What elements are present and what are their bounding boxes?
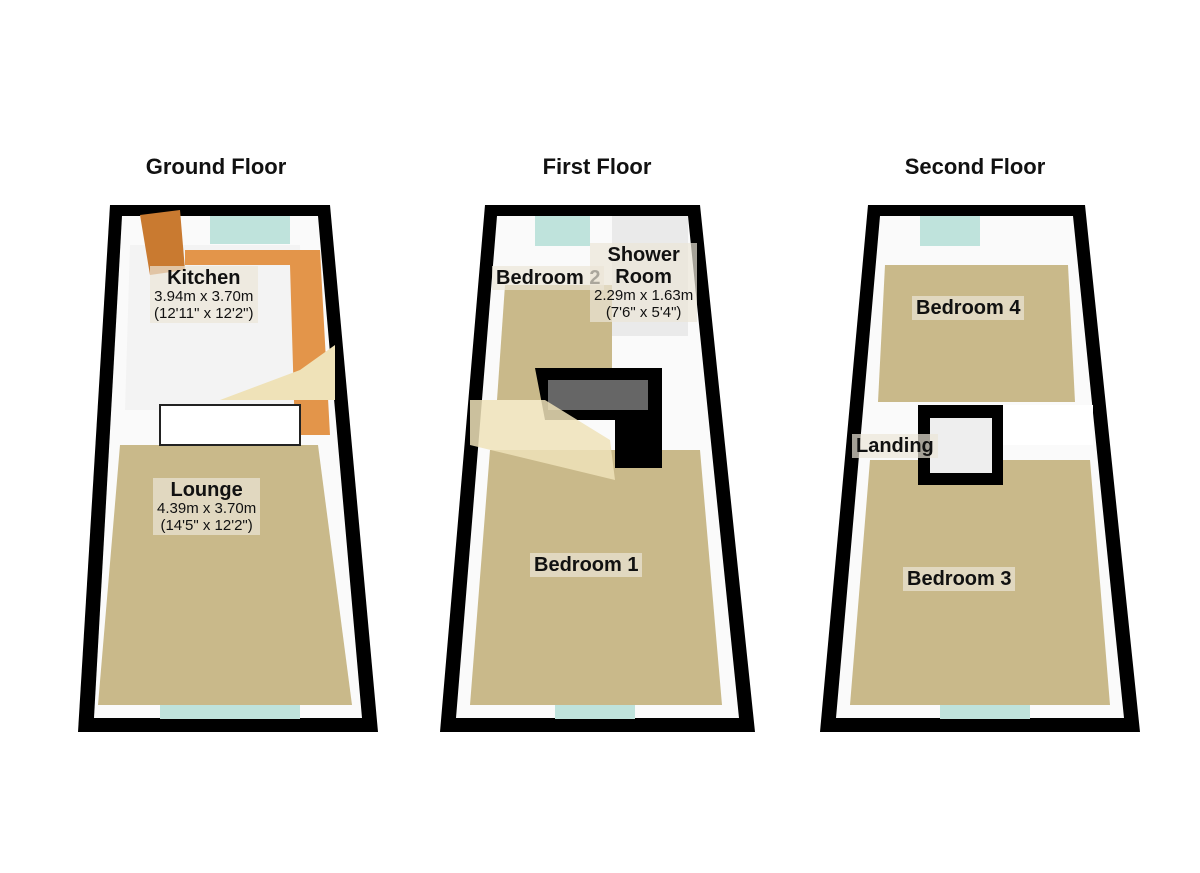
- bedroom-3-window: [940, 705, 1030, 719]
- room-label-bedroom-3: Bedroom 3: [903, 567, 1016, 591]
- stairwell-void: [548, 380, 648, 410]
- room-label-lounge: Lounge 4.39m x 3.70m (14'5" x 12'2"): [153, 478, 261, 535]
- room-name: Kitchen: [167, 267, 241, 289]
- bedroom-2-window: [535, 216, 590, 246]
- room-name: Bedroom 2: [496, 267, 601, 289]
- room-imperial: (14'5" x 12'2"): [160, 516, 253, 534]
- room-metric: 4.39m x 3.70m: [157, 500, 257, 517]
- kitchen-lounge-wall: [159, 404, 301, 446]
- bedroom-4-window: [920, 216, 980, 246]
- room-metric: 2.29m x 1.63m: [594, 287, 694, 304]
- bedroom-1-window: [555, 705, 635, 719]
- second-floor-title: Second Floor: [904, 154, 1046, 179]
- lounge-window: [160, 705, 300, 719]
- room-label-bedroom-4: Bedroom 4: [912, 296, 1025, 320]
- room-label-kitchen: Kitchen 3.94m x 3.70m (12'11" x 12'2"): [150, 266, 258, 323]
- first-stairs: [470, 400, 615, 480]
- room-name: Bedroom 1: [534, 554, 639, 576]
- room-label-bedroom-1: Bedroom 1: [530, 553, 643, 577]
- room-name: Bedroom 3: [907, 568, 1012, 590]
- bedroom-1-floor: [470, 450, 722, 705]
- room-name: Lounge: [170, 479, 243, 501]
- room-imperial: (12'11" x 12'2"): [154, 304, 254, 322]
- room-name: Landing: [856, 435, 934, 457]
- second-floor-plan: [820, 205, 1140, 732]
- room-label-landing: Landing: [852, 434, 938, 458]
- room-label-bedroom-2: Bedroom 2: [492, 266, 605, 290]
- room-name: Shower: [607, 244, 680, 266]
- room-label-shower-room: Shower Room 2.29m x 1.63m (7'6" x 5'4"): [590, 243, 698, 322]
- ground-floor-title: Ground Floor: [145, 154, 287, 179]
- room-metric: 3.94m x 3.70m: [154, 288, 254, 305]
- kitchen-stairs: [220, 345, 335, 400]
- landing-wall: [1003, 405, 1093, 445]
- room-imperial: (7'6" x 5'4"): [605, 303, 682, 321]
- kitchen-window: [210, 216, 290, 244]
- first-floor-title: First Floor: [542, 154, 652, 179]
- room-name-2: Room: [615, 266, 672, 288]
- landing-void: [930, 418, 992, 473]
- room-name: Bedroom 4: [916, 297, 1021, 319]
- kitchen-door: [140, 210, 185, 275]
- bedroom-4-floor: [878, 265, 1075, 402]
